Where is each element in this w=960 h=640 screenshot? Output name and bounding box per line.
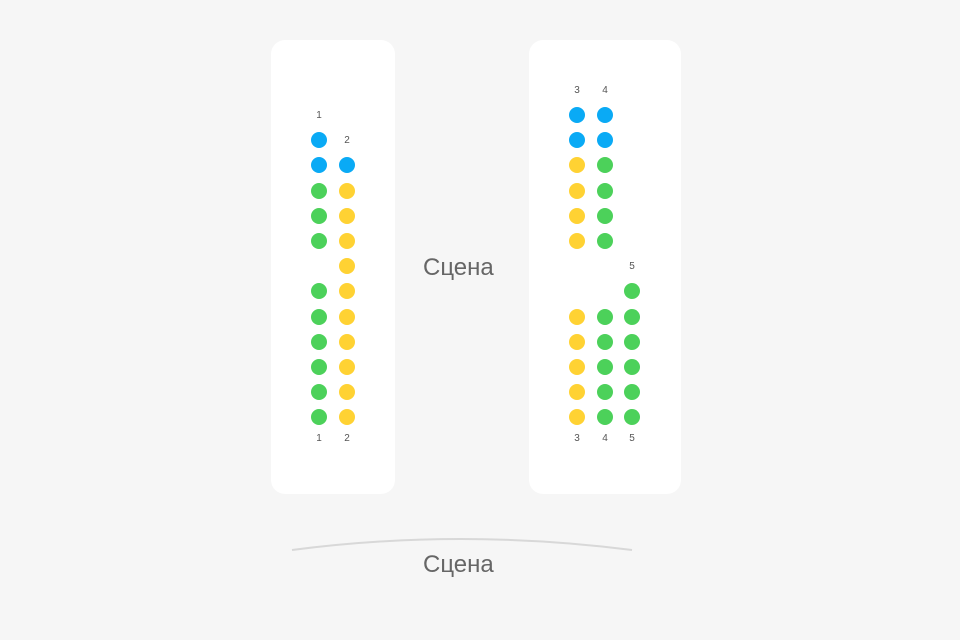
seat-yellow[interactable]	[339, 233, 355, 249]
seat-yellow[interactable]	[339, 333, 355, 350]
seat-yellow[interactable]	[339, 308, 355, 325]
seat-green[interactable]	[597, 182, 613, 199]
seat-green[interactable]	[311, 308, 327, 325]
seat-yellow[interactable]	[339, 283, 355, 300]
seat-blue[interactable]	[339, 157, 355, 174]
seat-yellow[interactable]	[339, 359, 355, 375]
seat-green[interactable]	[597, 207, 613, 224]
seat-yellow[interactable]	[569, 308, 585, 325]
seat-yellow[interactable]	[339, 384, 355, 401]
seat-green[interactable]	[597, 333, 613, 350]
seat-yellow[interactable]	[339, 182, 355, 199]
seat-green[interactable]	[624, 359, 640, 375]
seat-blue[interactable]	[311, 157, 327, 174]
seat-yellow[interactable]	[339, 409, 355, 426]
seat-green[interactable]	[624, 283, 640, 300]
column-label-top: 2	[344, 135, 350, 147]
seat-green[interactable]	[624, 409, 640, 426]
seat-green[interactable]	[311, 359, 327, 375]
seat-blue[interactable]	[311, 132, 327, 149]
seat-green[interactable]	[311, 409, 327, 426]
seat-green[interactable]	[624, 384, 640, 401]
seat-green[interactable]	[597, 157, 613, 174]
column-label-top: 4	[602, 85, 608, 96]
seat-blue[interactable]	[597, 107, 613, 123]
seat-green[interactable]	[597, 359, 613, 375]
seat-green[interactable]	[311, 283, 327, 300]
seat-yellow[interactable]	[569, 207, 585, 224]
seat-green[interactable]	[597, 384, 613, 401]
column-label-bottom: 3	[574, 433, 580, 444]
seat-green[interactable]	[311, 333, 327, 350]
seat-green[interactable]	[597, 409, 613, 426]
column-label-bottom: 5	[629, 433, 635, 444]
seat-yellow[interactable]	[339, 258, 355, 275]
column-label-bottom: 2	[344, 433, 350, 444]
seating-section-right: 3 3 4 4 5 5	[529, 40, 681, 494]
column-label-top: 5	[629, 261, 635, 273]
seat-green[interactable]	[311, 182, 327, 199]
seat-blue[interactable]	[569, 132, 585, 149]
seat-yellow[interactable]	[569, 359, 585, 375]
seat-green[interactable]	[597, 308, 613, 325]
seat-green[interactable]	[311, 384, 327, 401]
seat-yellow[interactable]	[569, 333, 585, 350]
stage-arc	[291, 538, 633, 551]
seat-yellow[interactable]	[569, 233, 585, 249]
column-label-bottom: 1	[316, 433, 322, 444]
stage-label-bottom: Сцена	[423, 551, 494, 578]
seat-green[interactable]	[311, 233, 327, 249]
seat-green[interactable]	[311, 207, 327, 224]
seat-green[interactable]	[624, 308, 640, 325]
seat-blue[interactable]	[597, 132, 613, 149]
column-label-top: 1	[316, 110, 322, 122]
seat-yellow[interactable]	[569, 409, 585, 426]
seat-blue[interactable]	[569, 107, 585, 123]
column-label-top: 3	[574, 85, 580, 96]
seat-yellow[interactable]	[569, 182, 585, 199]
seat-yellow[interactable]	[569, 384, 585, 401]
column-label-bottom: 4	[602, 433, 608, 444]
seating-section-left: 1 1 2 2	[271, 40, 395, 494]
stage-label-middle: Сцена	[423, 254, 494, 281]
seat-yellow[interactable]	[569, 157, 585, 174]
seat-green[interactable]	[597, 233, 613, 249]
seat-green[interactable]	[624, 333, 640, 350]
seat-yellow[interactable]	[339, 207, 355, 224]
